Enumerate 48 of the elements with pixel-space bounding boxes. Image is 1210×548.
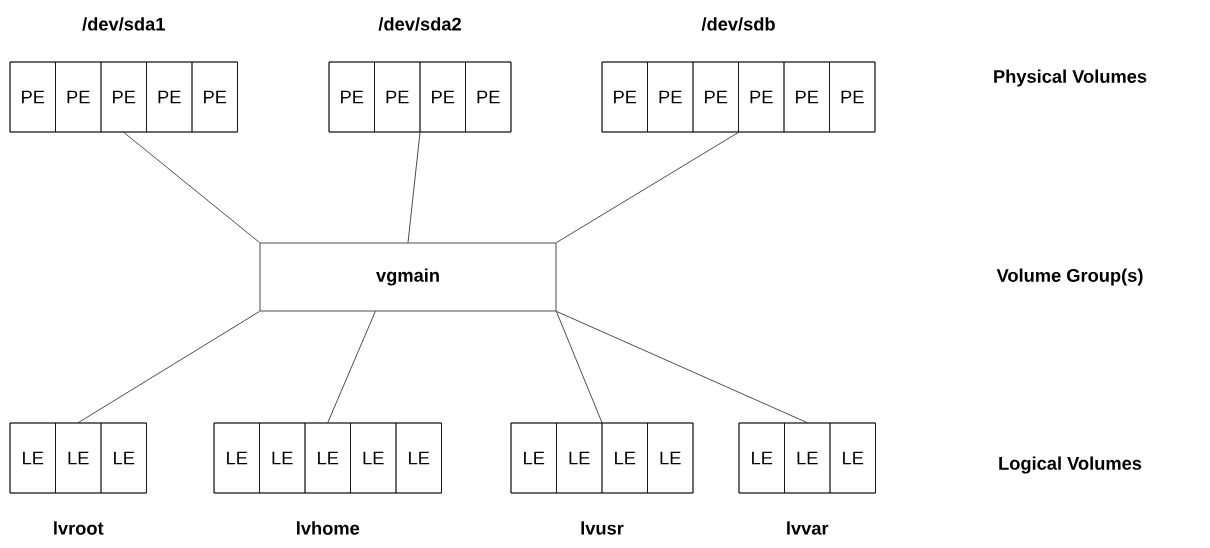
extent-cell: PE [419, 61, 466, 133]
extent-cell: LE [601, 422, 648, 494]
connector-line [556, 132, 739, 243]
extent-cell: PE [374, 61, 421, 133]
extent-cell: LE [9, 422, 56, 494]
connector-line [407, 132, 421, 243]
node-label: /dev/sda2 [378, 17, 461, 31]
extent-cell: PE [829, 61, 876, 133]
node-label: lvusr [581, 521, 624, 535]
extent-cell: PE [465, 61, 512, 133]
extent-cell: LE [738, 422, 785, 494]
extent-cell: PE [738, 61, 785, 133]
layer-label: Physical Volumes [994, 69, 1147, 87]
connector-line [77, 311, 260, 423]
node-label: /dev/sdb [701, 17, 775, 31]
node-label: lvhome [297, 521, 360, 535]
extent-cell: LE [213, 422, 260, 494]
extent-cell: LE [510, 422, 557, 494]
extent-cell: LE [259, 422, 306, 494]
volume-group-box: vgmain [259, 242, 557, 312]
extent-cell: LE [395, 422, 442, 494]
node-label: /dev/sda1 [82, 17, 165, 31]
connector-line [556, 311, 808, 423]
connector-line [556, 311, 603, 423]
extent-cell: PE [191, 61, 238, 133]
extent-cell: PE [328, 61, 375, 133]
extent-cell: LE [784, 422, 831, 494]
node-label: lvvar [787, 521, 829, 535]
layer-label: Logical Volumes [999, 456, 1142, 474]
extent-cell: LE [55, 422, 102, 494]
extent-cell: LE [556, 422, 603, 494]
extent-cell: LE [304, 422, 351, 494]
connector-line [123, 132, 260, 243]
extent-cell: LE [100, 422, 147, 494]
connector-line [327, 311, 376, 423]
extent-cell: PE [100, 61, 147, 133]
extent-cell: PE [601, 61, 648, 133]
extent-cell: PE [783, 61, 830, 133]
extent-cell: LE [350, 422, 397, 494]
extent-cell: PE [55, 61, 102, 133]
extent-cell: PE [9, 61, 56, 133]
extent-cell: PE [692, 61, 739, 133]
extent-cell: LE [829, 422, 876, 494]
extent-cell: PE [647, 61, 694, 133]
extent-cell: PE [146, 61, 193, 133]
extent-cell: LE [647, 422, 694, 494]
node-label: lvroot [54, 521, 104, 535]
layer-label: Volume Group(s) [996, 268, 1143, 286]
